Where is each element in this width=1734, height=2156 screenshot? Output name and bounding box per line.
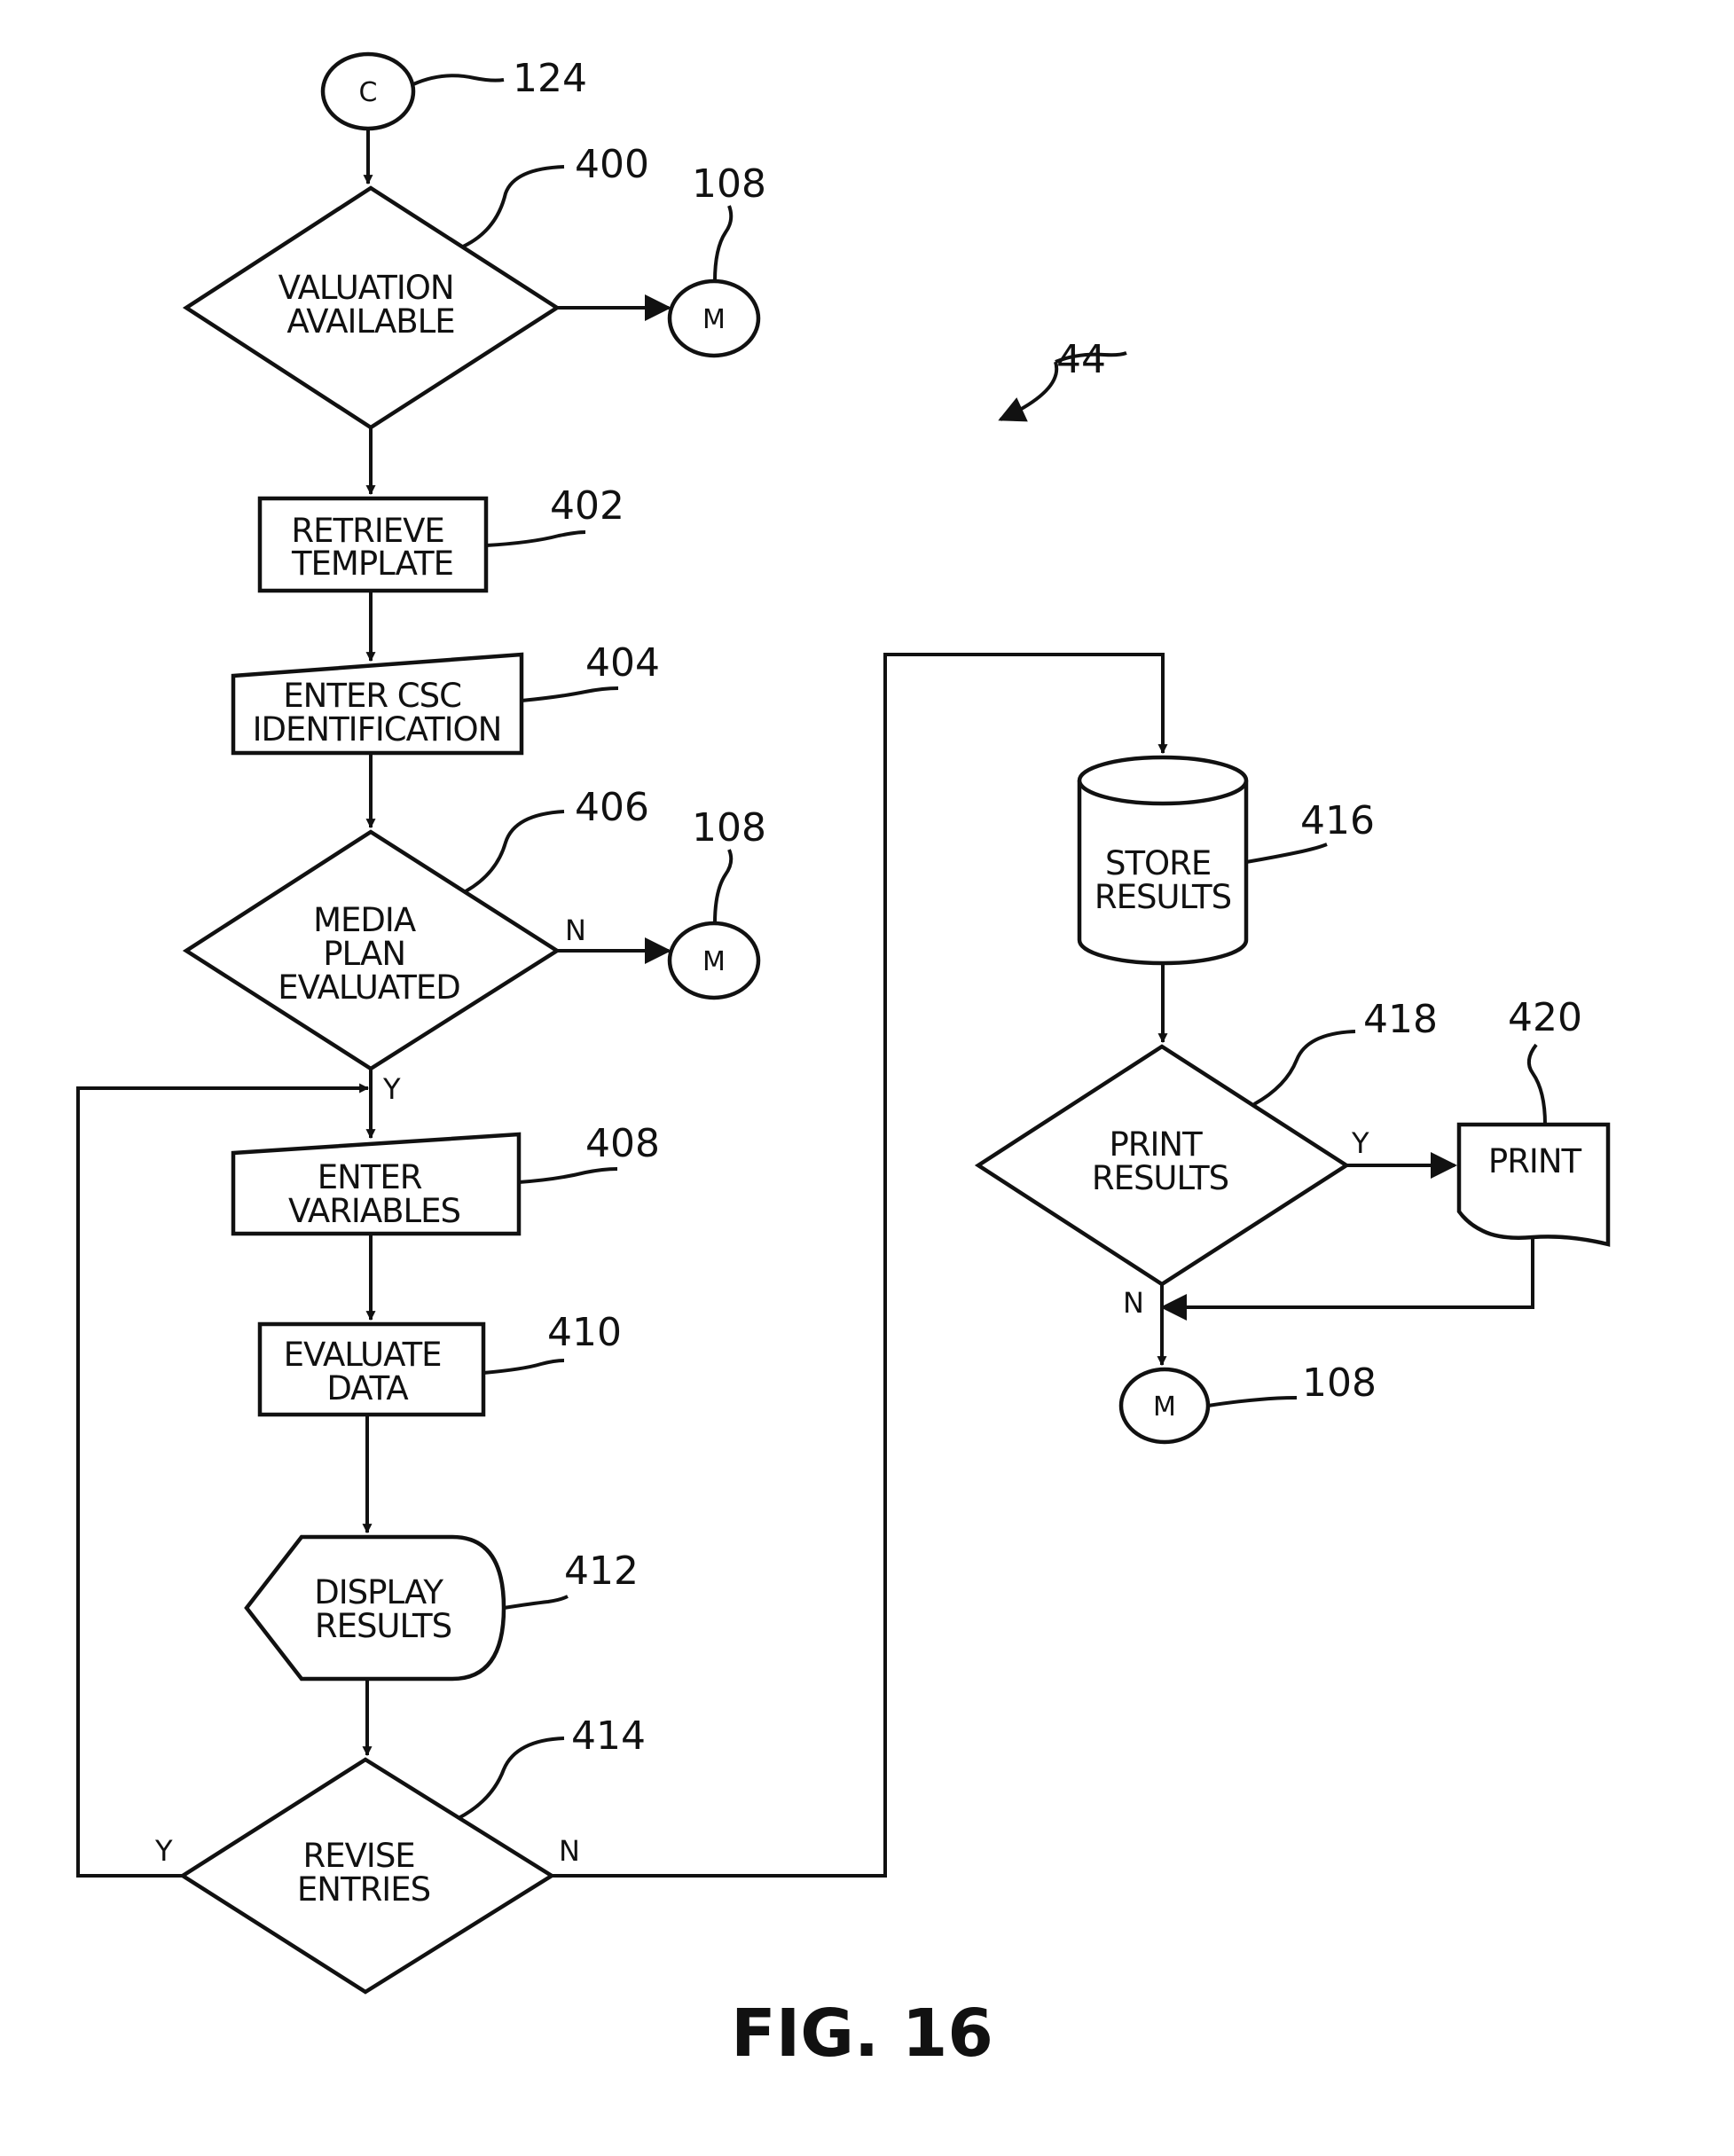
leader-44-arrow [1000, 362, 1056, 419]
process-retrieve-template: RETRIEVE TEMPLATE [260, 498, 486, 591]
figure-caption: FIG. 16 [731, 1995, 993, 2072]
m-connector-3: M [1121, 1369, 1208, 1442]
leader-414 [459, 1738, 564, 1818]
ref-420: 420 [1508, 995, 1582, 1040]
leader-416 [1246, 844, 1327, 862]
decision-400-text: VALUATION AVAILABLE [279, 269, 464, 341]
leader-412 [504, 1596, 568, 1608]
input-enter-csc-identification: ENTER CSC IDENTIFICATION [233, 655, 522, 753]
connector-label: M [702, 946, 726, 977]
leader-108a [715, 206, 731, 281]
decision-418-text: PRINT RESULTS [1092, 1125, 1228, 1197]
ref-416: 416 [1300, 798, 1375, 843]
ref-404: 404 [585, 640, 660, 686]
input-404-text: ENTER CSC IDENTIFICATION [253, 677, 502, 749]
ref-44: 44 [1056, 337, 1106, 382]
leader-400 [463, 167, 564, 247]
label-414-no: N [559, 1834, 580, 1868]
ref-412: 412 [564, 1548, 639, 1594]
decision-print-results: PRINT RESULTS [978, 1047, 1346, 1284]
m-connector-1: M [670, 281, 758, 356]
leader-404 [522, 688, 618, 701]
decision-media-plan-evaluated: MEDIA PLAN EVALUATED [186, 832, 557, 1069]
leader-420 [1529, 1045, 1545, 1125]
ref-108-middle: 108 [692, 805, 766, 851]
label-418-no: N [1123, 1286, 1144, 1320]
display-results: DISPLAY RESULTS [247, 1537, 504, 1679]
label-406-yes: Y [382, 1072, 401, 1106]
ref-406: 406 [575, 785, 649, 830]
ref-108-top: 108 [692, 161, 766, 207]
start-connector-c: C [323, 54, 413, 129]
connector-label: C [359, 77, 378, 108]
ref-400: 400 [575, 142, 649, 187]
input-enter-variables: ENTER VARIABLES [233, 1134, 519, 1234]
storage-416-text: STORE RESULTS [1095, 844, 1231, 916]
ref-418: 418 [1363, 997, 1438, 1042]
ref-124: 124 [513, 56, 587, 101]
leader-406 [466, 811, 564, 891]
label-418-yes: Y [1351, 1126, 1369, 1160]
flow-414-no-to-416 [552, 655, 1163, 1876]
connector-label: M [702, 304, 726, 335]
ref-410: 410 [547, 1310, 622, 1355]
label-414-yes: Y [154, 1834, 173, 1868]
document-print: PRINT [1459, 1125, 1608, 1244]
leader-108b [715, 850, 731, 923]
ref-402: 402 [550, 483, 624, 529]
process-402-text: RETRIEVE TEMPLATE [291, 512, 454, 583]
leader-408 [519, 1169, 617, 1182]
leader-418 [1254, 1031, 1355, 1104]
display-412-text: DISPLAY RESULTS [314, 1573, 451, 1645]
ref-108-bottom: 108 [1302, 1360, 1377, 1406]
decision-revise-entries: REVISE ENTRIES [183, 1760, 552, 1992]
m-connector-2: M [670, 923, 758, 998]
decision-414-text: REVISE ENTRIES [297, 1837, 430, 1909]
leader-402 [486, 532, 585, 545]
leader-410 [483, 1360, 564, 1373]
document-420-text: PRINT [1488, 1142, 1582, 1180]
storage-store-results: STORE RESULTS [1079, 757, 1246, 963]
ref-408: 408 [585, 1121, 660, 1166]
process-evaluate-data: EVALUATE DATA [260, 1324, 483, 1415]
label-406-no: N [565, 913, 586, 947]
leader-124 [413, 75, 504, 84]
ref-414: 414 [571, 1713, 646, 1759]
decision-valuation-available: VALUATION AVAILABLE [186, 188, 557, 427]
connector-label: M [1153, 1392, 1176, 1423]
leader-108c [1208, 1398, 1297, 1406]
